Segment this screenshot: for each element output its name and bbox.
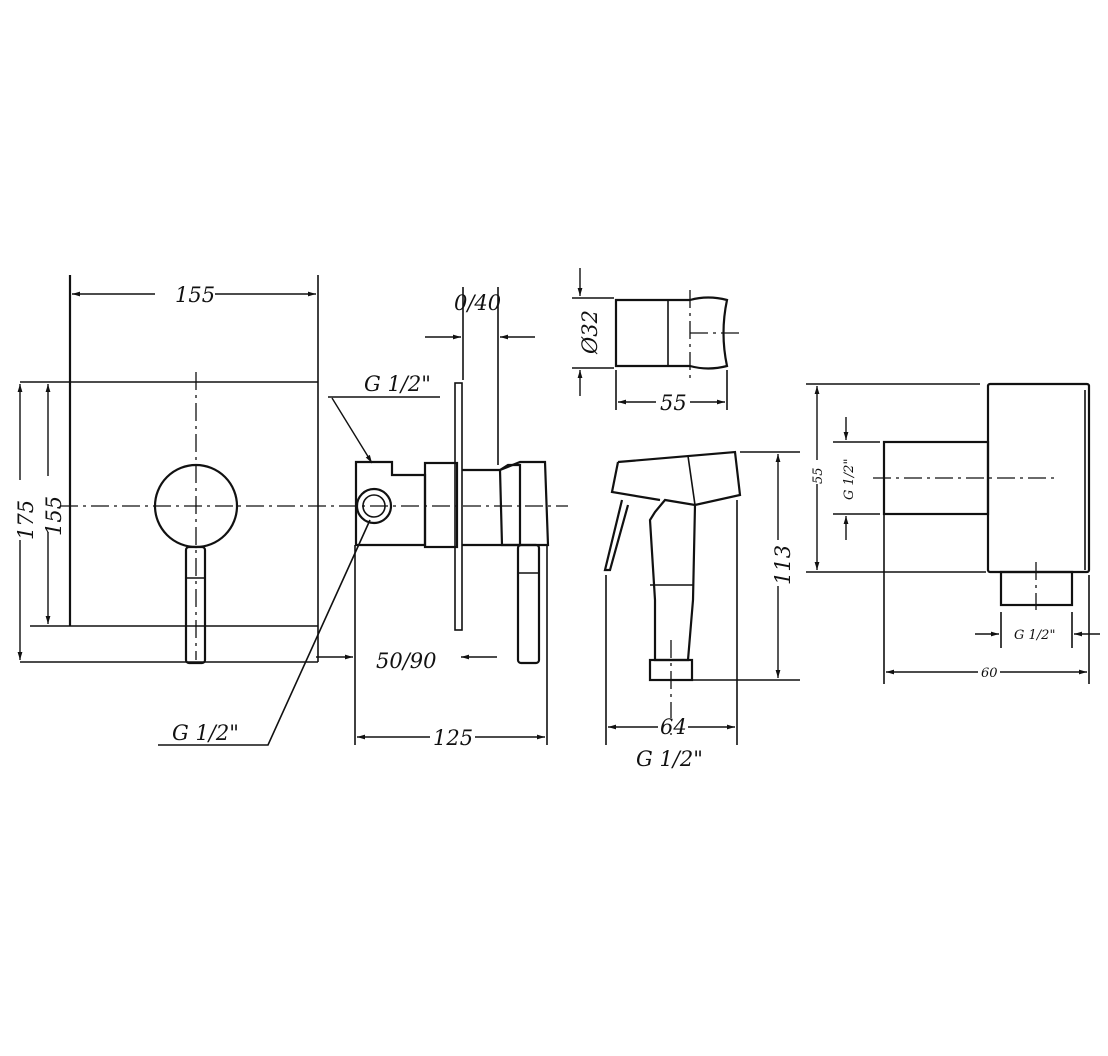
elbow-depth-label: 60 [981, 666, 998, 681]
holder-view: Ø32 55 [572, 268, 740, 415]
depth-label: 125 [433, 726, 473, 750]
depth-adjust-label: 50/90 [376, 649, 437, 673]
inlet-connection [355, 487, 393, 525]
shower-thread-label: G 1/2" [636, 747, 703, 771]
front-height-inner-label: 155 [42, 496, 66, 536]
front-view: 155 175 155 [14, 275, 568, 665]
holder-diameter-label: Ø32 [578, 310, 602, 355]
elbow-height-label: 55 [811, 467, 826, 484]
lever-handle [184, 545, 207, 665]
front-height-outer-label: 175 [14, 500, 38, 540]
side-inlet-label: G 1/2" [364, 372, 431, 396]
front-inlet-label: G 1/2" [172, 721, 239, 745]
plate-adjust-label: 0/40 [454, 291, 501, 315]
elbow-view: 55 G 1/2" G 1/2" 60 [806, 382, 1100, 684]
side-view: 0/40 125 50/90 G 1/2" G 1/2" [158, 287, 550, 750]
holder-length-label: 55 [660, 391, 687, 415]
shower-width-label: 64 [660, 715, 687, 739]
wall-plate [454, 382, 463, 631]
elbow-outlet-label: G 1/2" [1014, 628, 1055, 643]
front-width-label: 155 [175, 283, 215, 307]
elbow-inlet-label: G 1/2" [842, 459, 857, 500]
hand-shower-view: 113 64 G 1/2" [603, 450, 800, 771]
shower-height-label: 113 [771, 545, 795, 585]
